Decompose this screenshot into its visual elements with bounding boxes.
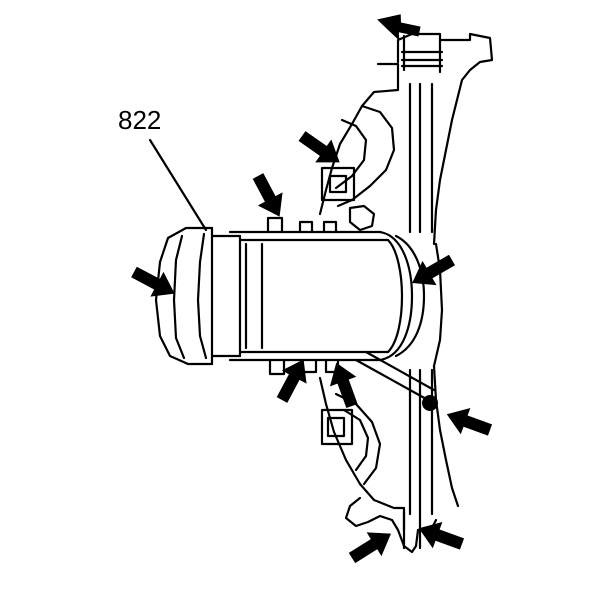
arrow-5: [412, 254, 455, 286]
arrow-3: [252, 173, 283, 217]
arrow-2: [298, 131, 340, 163]
part-callout-label: 822: [118, 105, 162, 135]
arrow-7: [329, 362, 358, 409]
arrow-6: [276, 359, 307, 403]
indicator-arrows: [131, 14, 493, 564]
shaft: [154, 204, 438, 411]
arrow-4: [131, 266, 175, 297]
arrow-10: [418, 521, 465, 550]
arrow-1: [377, 14, 421, 41]
arrow-9: [348, 532, 392, 564]
housing: [318, 32, 494, 554]
arrow-8: [446, 407, 493, 436]
callout-leader-line: [148, 138, 208, 232]
